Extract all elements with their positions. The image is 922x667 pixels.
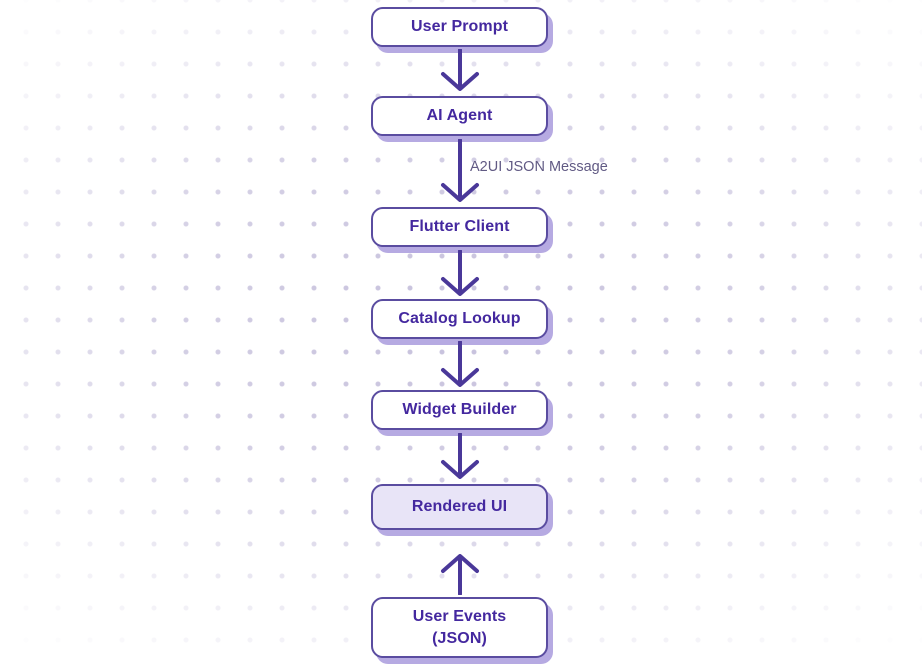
node-ai-agent-label: AI Agent	[426, 107, 493, 124]
node-flutter-client-label: Flutter Client	[409, 218, 510, 235]
arrow-ai-agent-to-flutter-client-icon	[440, 139, 480, 202]
node-ai-agent: AI Agent	[371, 96, 548, 136]
arrow-user-prompt-to-ai-agent-icon	[440, 49, 480, 91]
node-widget-builder-label: Widget Builder	[402, 401, 517, 418]
node-user-events-label-line2: (JSON)	[432, 629, 487, 647]
node-catalog-lookup-label: Catalog Lookup	[398, 310, 521, 327]
node-widget-builder: Widget Builder	[371, 390, 548, 430]
arrow-widget-builder-to-rendered-ui-icon	[440, 433, 480, 479]
node-user-prompt: User Prompt	[371, 7, 548, 47]
edge-label-a2ui-json-message: A2UI JSON Message	[470, 159, 608, 175]
node-rendered-ui-label: Rendered UI	[411, 498, 508, 515]
arrow-flutter-client-to-catalog-lookup-icon	[440, 250, 480, 296]
node-rendered-ui: Rendered UI	[371, 484, 548, 530]
arrow-catalog-lookup-to-widget-builder-icon	[440, 341, 480, 387]
arrow-user-events-to-rendered-ui-icon	[440, 554, 480, 595]
node-user-events: User Events (JSON)	[371, 597, 548, 658]
node-user-prompt-label: User Prompt	[410, 18, 509, 35]
node-flutter-client: Flutter Client	[371, 207, 548, 247]
node-user-events-label-line1: User Events	[412, 607, 507, 625]
node-catalog-lookup: Catalog Lookup	[371, 299, 548, 339]
